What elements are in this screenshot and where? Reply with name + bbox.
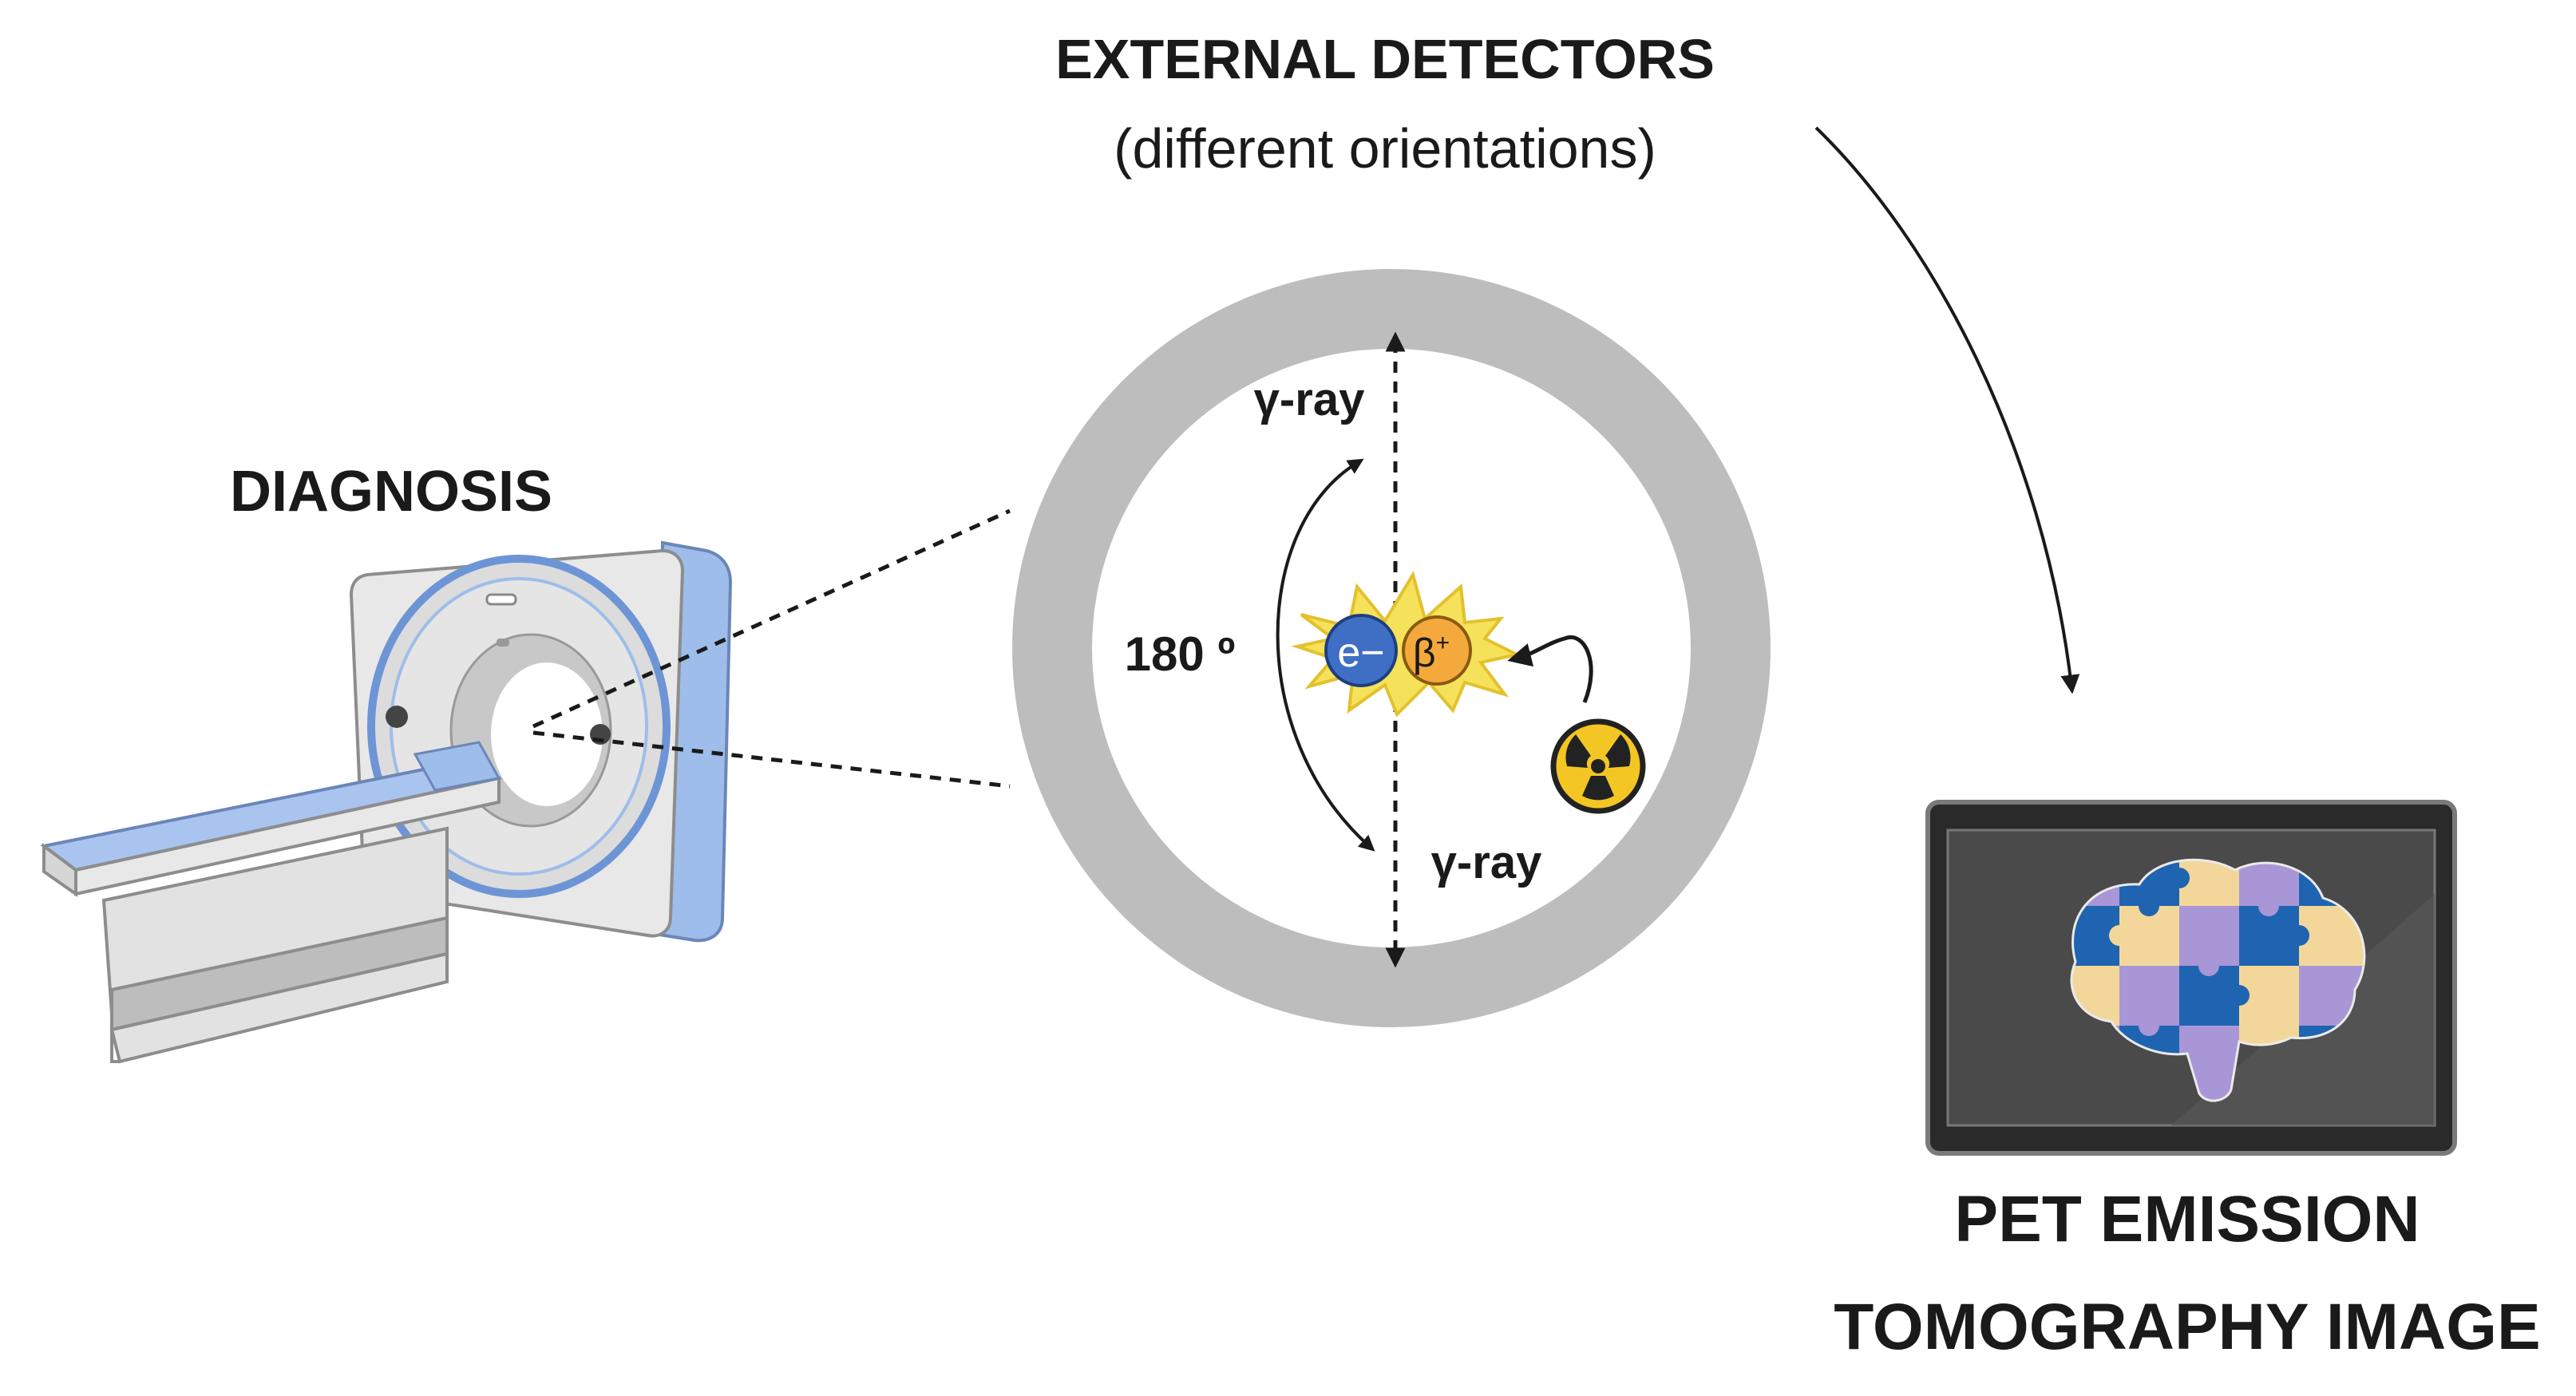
- zoom-line-bottom: [532, 730, 1011, 789]
- detectors-title: EXTERNAL DETECTORS: [1055, 28, 1715, 90]
- positron-label: β: [1413, 631, 1436, 675]
- detectors-subtitle: (different orientations): [1114, 117, 1656, 180]
- electron-particle: e−: [1324, 614, 1398, 687]
- to-image-arrow: [1814, 126, 2080, 694]
- gamma-ray-top-label: γ-ray: [1254, 374, 1365, 425]
- diagnosis-label: DIAGNOSIS: [230, 460, 552, 524]
- angle-label: 180 º: [1125, 627, 1236, 681]
- zoom-line-top: [532, 508, 1011, 729]
- angle-arc: [1276, 458, 1375, 852]
- positron-particle: β+: [1402, 615, 1472, 686]
- pet-scanner-icon: [40, 540, 733, 1064]
- electron-label: e−: [1337, 630, 1384, 676]
- output-label-line1: PET EMISSION: [1954, 1183, 2420, 1256]
- radioactive-icon: [1550, 718, 1646, 814]
- positron-sup: +: [1436, 630, 1450, 656]
- gamma-ray-bottom-label: γ-ray: [1431, 836, 1542, 888]
- svg-text:β+: β+: [1413, 630, 1450, 675]
- output-label-line2: TOMOGRAPHY IMAGE: [1834, 1291, 2540, 1363]
- source-arrow: [1507, 635, 1593, 703]
